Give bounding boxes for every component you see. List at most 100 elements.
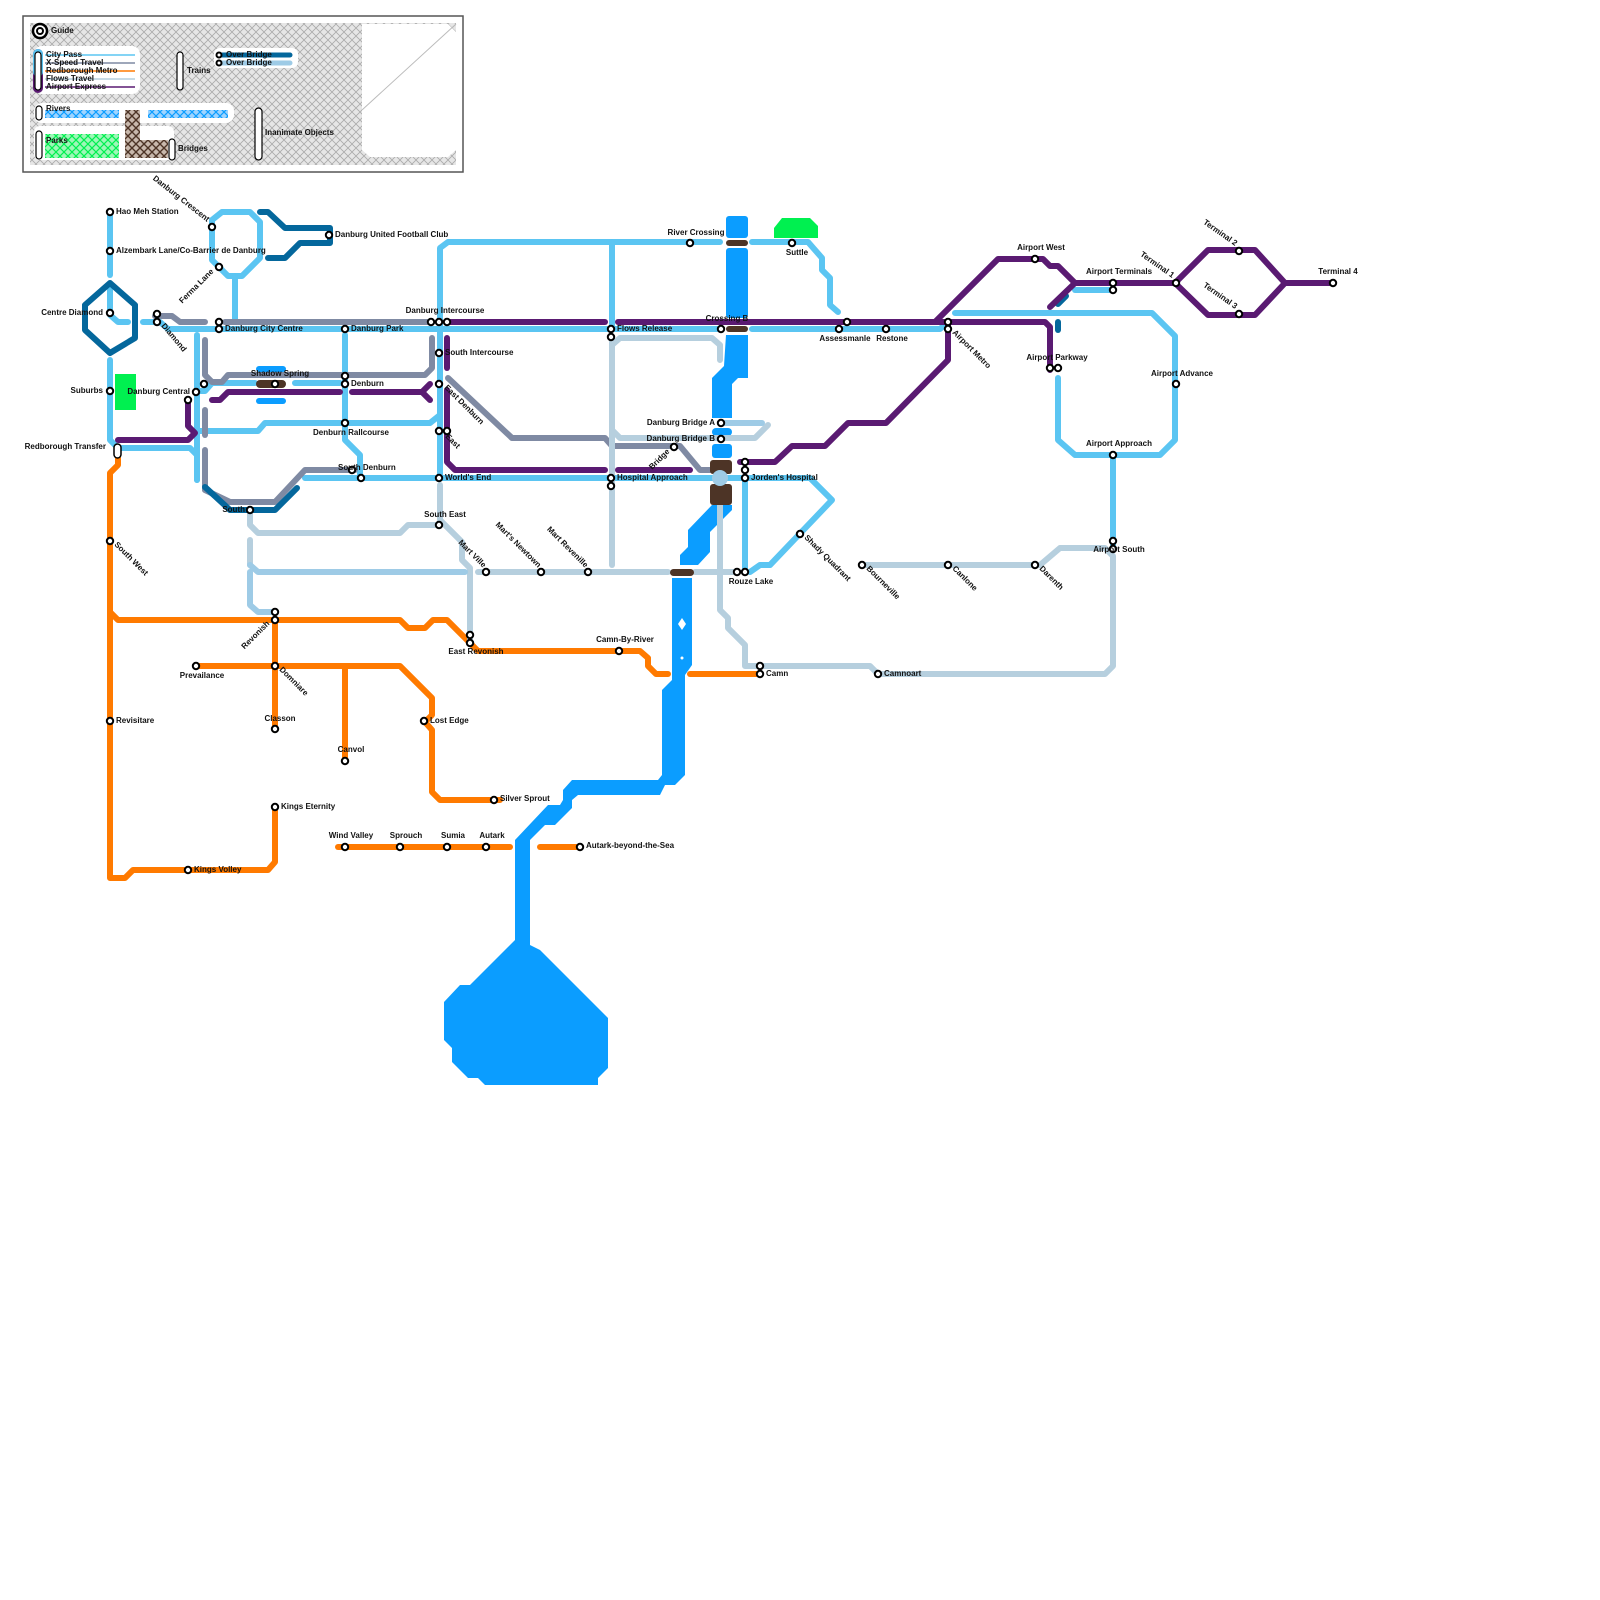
station-marker[interactable] [340, 842, 350, 852]
station-marker[interactable] [465, 638, 475, 648]
station-marker[interactable] [270, 661, 280, 671]
station-marker[interactable] [340, 324, 350, 334]
station-south-east[interactable]: South East [424, 510, 466, 530]
station-marker[interactable] [716, 434, 726, 444]
station-marker[interactable] [442, 426, 452, 436]
station-marker[interactable] [214, 262, 224, 272]
station-marker[interactable] [191, 387, 201, 397]
station-denburn-rallcourse[interactable]: Denburn Rallcourse [313, 418, 390, 437]
station-marker[interactable] [842, 317, 852, 327]
station-marker[interactable] [732, 567, 742, 577]
station-marker[interactable] [340, 418, 350, 428]
station-marker[interactable] [270, 802, 280, 812]
station-marker[interactable] [434, 317, 444, 327]
station-marker[interactable] [183, 865, 193, 875]
station-denburn[interactable]: Denburn [340, 371, 384, 389]
station-jordens-hospital[interactable]: Jorden's Hospital [740, 457, 818, 483]
station-camnoart[interactable]: Camnoart [873, 669, 922, 679]
station-danburg-bridge-b[interactable]: Danburg Bridge B [647, 434, 726, 444]
station-danburg-fc[interactable]: Danburg United Football Club [324, 230, 449, 240]
station-marker[interactable] [536, 567, 546, 577]
station-marker[interactable] [442, 317, 452, 327]
station-autark[interactable]: Autark [479, 831, 505, 852]
station-shady-quadrant[interactable]: Shady Quadrant [795, 529, 853, 584]
station-restone[interactable]: Restone [876, 324, 908, 343]
station-marker[interactable] [740, 567, 750, 577]
station-danburg-crescent[interactable]: Danburg Crescent [151, 174, 217, 232]
station-marker[interactable] [105, 207, 115, 217]
station-marker[interactable] [199, 379, 209, 389]
station-marker[interactable] [1234, 246, 1244, 256]
station-marker[interactable] [152, 309, 162, 319]
station-marker[interactable] [1030, 254, 1040, 264]
station-marker[interactable] [214, 317, 224, 327]
station-crossing-b[interactable]: Crossing B [706, 314, 749, 334]
station-airport-terminals[interactable]: Airport Terminals [1086, 267, 1153, 295]
station-marker[interactable] [1045, 363, 1055, 373]
station-lost-edge[interactable]: Lost Edge [419, 716, 469, 726]
station-marker[interactable] [583, 567, 593, 577]
station-marker[interactable] [606, 473, 616, 483]
station-danburg-central[interactable]: Danburg Central [127, 379, 209, 405]
station-marker[interactable] [105, 246, 115, 256]
station-marker[interactable] [434, 473, 444, 483]
station-danburg-bridge-a[interactable]: Danburg Bridge A [647, 418, 726, 428]
station-marker[interactable] [347, 465, 357, 475]
station-marker[interactable] [340, 756, 350, 766]
station-marker[interactable] [183, 395, 193, 405]
station-river-crossing[interactable]: River Crossing [668, 228, 725, 248]
station-marker[interactable] [324, 230, 334, 240]
station-kings-eternity[interactable]: Kings Eternity [270, 802, 336, 812]
station-sumia[interactable]: Sumia [441, 831, 466, 852]
station-marker[interactable] [740, 465, 750, 475]
station-hao-meh[interactable]: Hao Meh Station [105, 207, 179, 217]
station-marker[interactable] [214, 324, 224, 334]
station-marker[interactable] [426, 317, 436, 327]
station-airport-advance[interactable]: Airport Advance [1151, 369, 1214, 389]
station-marker[interactable] [1108, 450, 1118, 460]
station-danburg-intercourse[interactable]: Danburg Intercourse [406, 306, 485, 327]
station-centre-diamond[interactable]: Centre Diamond [41, 308, 115, 318]
station-marker[interactable] [606, 332, 616, 342]
station-south-west[interactable]: South West [105, 536, 150, 578]
station-marker[interactable] [270, 724, 280, 734]
station-east-revonish[interactable]: East Revonish [448, 630, 504, 656]
station-shadow-spring[interactable]: Shadow Spring [251, 369, 309, 389]
station-airport-metro[interactable]: Airport Metro [943, 317, 993, 371]
station-autark-beyond[interactable]: Autark-beyond-the-Sea [575, 841, 675, 852]
station-airport-approach[interactable]: Airport Approach [1086, 439, 1152, 460]
station-canvol[interactable]: Canvol [338, 745, 365, 766]
station-marker[interactable] [395, 842, 405, 852]
station-marker[interactable] [1234, 309, 1244, 319]
station-marker[interactable] [340, 371, 350, 381]
station-marker[interactable] [245, 505, 255, 515]
station-marker[interactable] [857, 560, 867, 570]
station-marker[interactable] [340, 379, 350, 389]
station-wind-valley[interactable]: Wind Valley [329, 831, 374, 852]
station-marker[interactable] [356, 473, 366, 483]
station-marker[interactable] [1171, 278, 1181, 288]
station-marker[interactable] [465, 630, 475, 640]
redborough-transfer-pill[interactable] [113, 443, 122, 459]
station-suttle[interactable]: Suttle [786, 238, 809, 257]
station-marker[interactable] [834, 324, 844, 334]
station-classon[interactable]: Classon [264, 714, 296, 734]
station-marker[interactable] [270, 615, 280, 625]
station-marker[interactable] [669, 442, 679, 452]
station-hospital-approach[interactable]: Hospital Approach [606, 473, 688, 491]
station-marker[interactable] [740, 473, 750, 483]
station-marker[interactable] [1328, 278, 1338, 288]
station-marker[interactable] [795, 529, 805, 539]
station-marker[interactable] [442, 842, 452, 852]
station-marker[interactable] [943, 324, 953, 334]
station-marker[interactable] [1171, 379, 1181, 389]
station-marker[interactable] [105, 716, 115, 726]
station-marker[interactable] [943, 317, 953, 327]
station-marker[interactable] [881, 324, 891, 334]
station-marker[interactable] [419, 716, 429, 726]
station-south[interactable]: South [222, 505, 255, 515]
station-redborough-transfer[interactable]: Redborough Transfer [25, 442, 106, 451]
station-marker[interactable] [481, 842, 491, 852]
station-airport-parkway[interactable]: Airport Parkway [1026, 353, 1088, 373]
station-south-intercourse[interactable]: South Intercourse [434, 348, 514, 358]
